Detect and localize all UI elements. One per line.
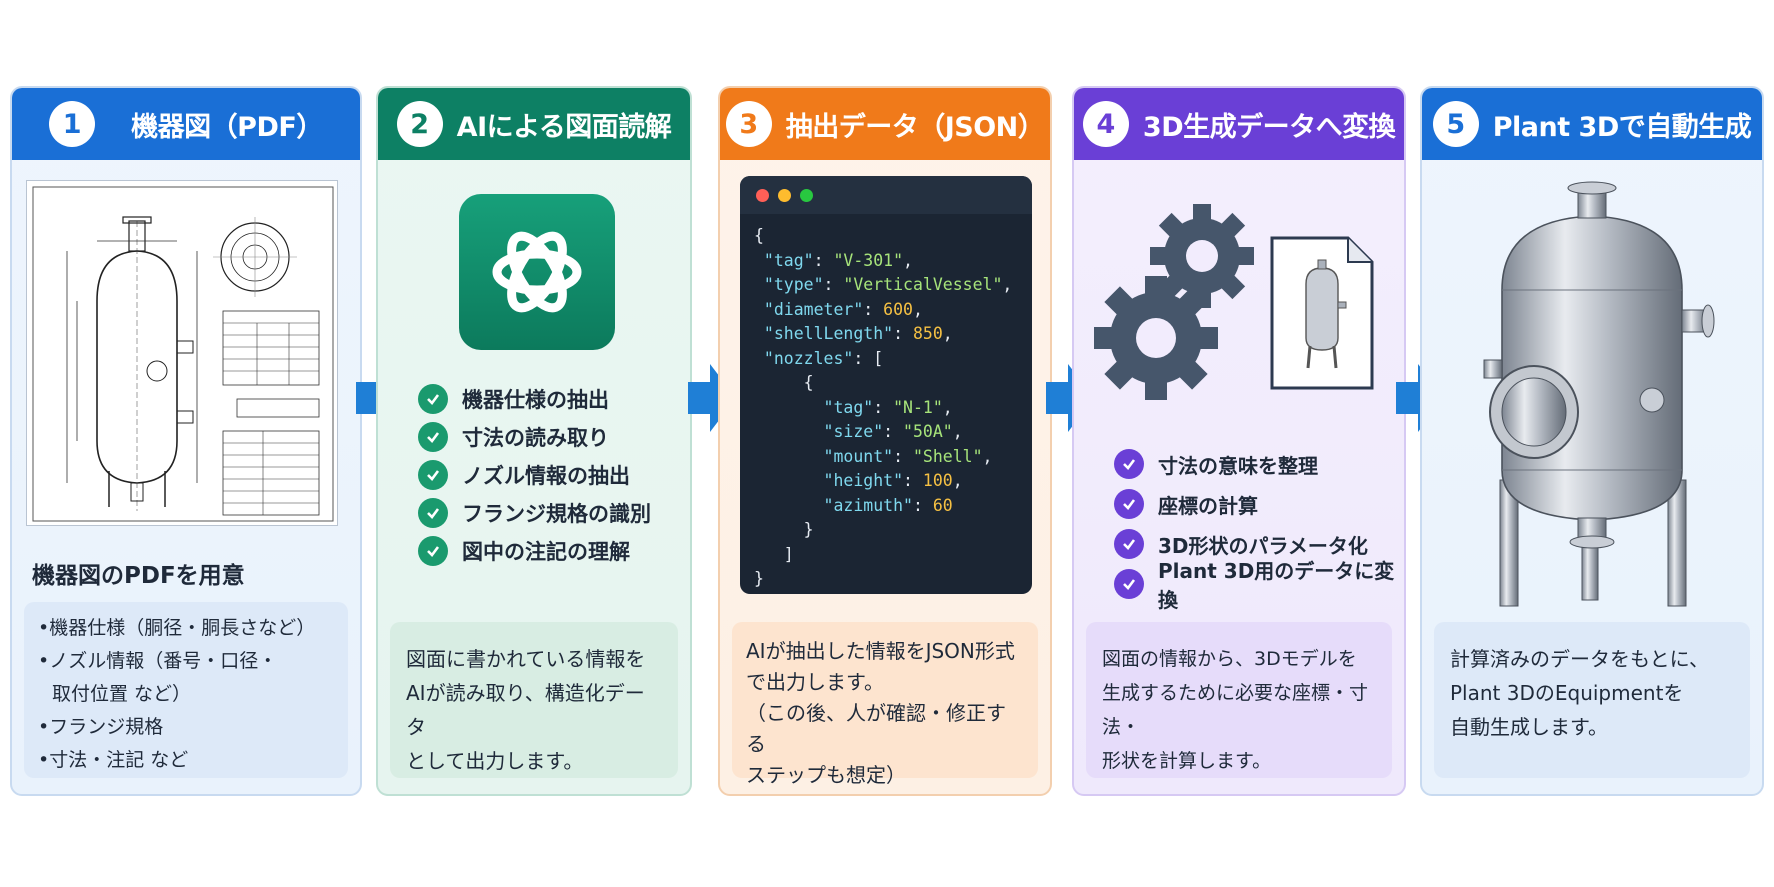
json-code: { "tag": "V-301", "type": "VerticalVesse… — [754, 226, 1013, 588]
close-dot-icon — [756, 188, 769, 202]
step-2-panel: 2 AIによる図面読解 機器仕様の抽出 寸法の読み取り ノズル情報の抽出 フラン… — [376, 86, 692, 796]
step-5-panel: 5 Plant 3Dで自動生成 — [1420, 86, 1764, 796]
vessel-drawing-icon — [32, 186, 334, 522]
step-1-spec-box: •機器仕様（胴径・胴長さなど） •ノズル情報（番号・口径・ 取付位置 など） •… — [24, 602, 348, 778]
step-5-title: Plant 3Dで自動生成 — [1492, 111, 1752, 143]
check-item: 寸法の意味を整理 — [1114, 444, 1404, 484]
spec-item: •フランジ規格 — [38, 716, 164, 738]
arrow-right-icon — [1046, 364, 1094, 432]
json-code-window: { "tag": "V-301", "type": "VerticalVesse… — [740, 176, 1032, 594]
step-3-title: 抽出データ（JSON） — [785, 111, 1045, 143]
spec-item: 取付位置 など） — [52, 683, 192, 705]
maximize-dot-icon — [800, 188, 813, 202]
step-1-subtitle: 機器図のPDFを用意 — [32, 563, 245, 589]
step-5-number: 5 — [1432, 101, 1479, 147]
step-1-panel: 1 機器図（PDF） — [10, 86, 362, 796]
check-item: 3D形状のパラメータ化 — [1114, 524, 1404, 564]
check-item: 図中の注記の理解 — [418, 532, 651, 570]
step-2-number: 2 — [396, 101, 443, 147]
check-item: Plant 3D用のデータに変換 — [1114, 559, 1404, 612]
step-2-header: 2 AIによる図面読解 — [378, 88, 690, 160]
check-icon — [1114, 489, 1144, 519]
check-item: フランジ規格の識別 — [418, 494, 651, 532]
check-icon — [418, 536, 448, 566]
check-item: ノズル情報の抽出 — [418, 456, 651, 494]
step-4-number: 4 — [1082, 101, 1129, 147]
check-icon — [1114, 449, 1144, 479]
step-4-panel: 4 3D生成データへ変換 — [1072, 86, 1406, 796]
window-title-bar — [740, 176, 1032, 214]
check-item: 機器仕様の抽出 — [418, 380, 651, 418]
step-3-number: 3 — [725, 101, 772, 147]
vessel-3d-model-icon — [1483, 181, 1715, 607]
step-4-header: 4 3D生成データへ変換 — [1074, 88, 1404, 160]
check-item: 座標の計算 — [1114, 484, 1404, 524]
step-2-check-list: 機器仕様の抽出 寸法の読み取り ノズル情報の抽出 フランジ規格の識別 図中の注記… — [418, 380, 651, 570]
step-1-title: 機器図（PDF） — [131, 111, 323, 143]
check-icon — [418, 498, 448, 528]
check-icon — [1114, 529, 1144, 559]
check-icon — [418, 384, 448, 414]
check-item: 寸法の読み取り — [418, 418, 651, 456]
arrow-right-icon — [688, 364, 736, 432]
step-2-title: AIによる図面読解 — [456, 111, 672, 143]
check-icon — [418, 460, 448, 490]
step-1-header: 1 機器図（PDF） — [12, 88, 360, 160]
equipment-drawing-image — [26, 180, 338, 526]
step-3-note: AIが抽出した情報をJSON形式 で出力します。 （この後、人が確認・修正する … — [732, 622, 1038, 787]
spec-item: •寸法・注記 など — [38, 749, 189, 771]
step-3-header: 3 抽出データ（JSON） — [720, 88, 1050, 160]
ai-logo-icon — [459, 194, 615, 350]
step-1-number: 1 — [49, 101, 96, 147]
step-4-note: 図面の情報から、3Dモデルを 生成するために必要な座標・寸法・ 形状を計算します… — [1086, 622, 1392, 778]
step-3-panel: 3 抽出データ（JSON） { "tag": "V-301", "type": … — [718, 86, 1052, 796]
spec-item: •ノズル情報（番号・口径・ — [38, 650, 278, 672]
step-5-header: 5 Plant 3Dで自動生成 — [1422, 88, 1762, 160]
step-4-check-list: 寸法の意味を整理 座標の計算 3D形状のパラメータ化 Plant 3D用のデータ… — [1114, 444, 1404, 612]
step-2-note: 図面に書かれている情報を AIが読み取り、構造化データ として出力します。 — [390, 622, 678, 778]
spec-item: •機器仕様（胴径・胴長さなど） — [38, 617, 316, 639]
check-icon — [1114, 569, 1144, 599]
check-icon — [418, 422, 448, 452]
step-5-note: 計算済みのデータをもとに、 Plant 3DのEquipmentを 自動生成しま… — [1434, 622, 1750, 778]
step-4-title: 3D生成データへ変換 — [1142, 111, 1396, 143]
gear-icon — [1094, 204, 1374, 400]
minimize-dot-icon — [778, 188, 791, 202]
